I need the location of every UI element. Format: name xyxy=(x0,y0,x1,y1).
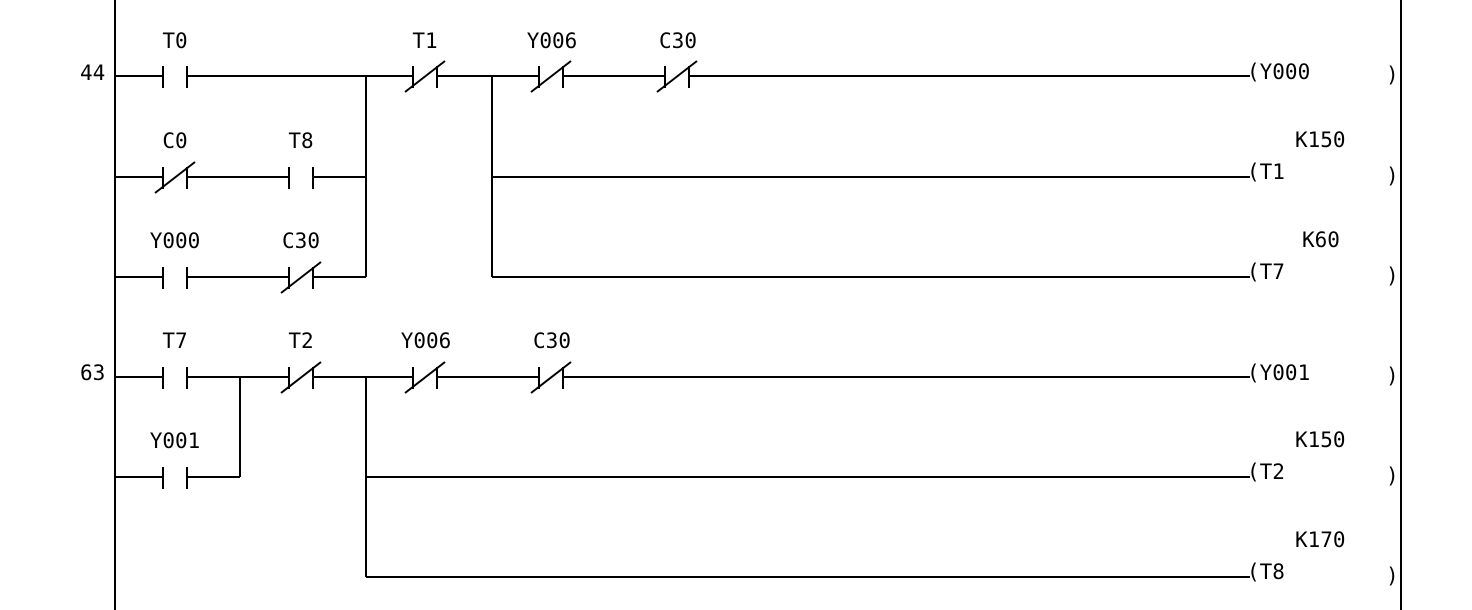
coil-close: ) xyxy=(1386,63,1399,87)
coil-preset: K150 xyxy=(1295,428,1346,452)
timer-coil: K60 (T7 ) xyxy=(1247,228,1399,288)
normally-open-contact: T8 xyxy=(288,129,314,189)
normally-closed-contact: T1 xyxy=(404,29,446,93)
coil-name: (Y000 xyxy=(1247,60,1310,84)
normally-closed-contact: Y006 xyxy=(527,29,578,93)
normally-open-contact: T7 xyxy=(162,329,188,389)
rung-63: 63 T7 T2 Y006 C30 xyxy=(80,329,1399,588)
coil-name: (T8 xyxy=(1247,560,1285,584)
contact-label: T7 xyxy=(162,329,187,353)
contact-label: C0 xyxy=(162,129,187,153)
coil-name: (Y001 xyxy=(1247,361,1310,385)
normally-closed-contact: Y006 xyxy=(401,329,452,394)
contact-label: C30 xyxy=(282,229,320,253)
coil-close: ) xyxy=(1386,264,1399,288)
normally-open-contact: Y000 xyxy=(150,229,201,289)
contact-label: T8 xyxy=(288,129,313,153)
step-number: 44 xyxy=(80,61,105,85)
contact-label: C30 xyxy=(533,329,571,353)
contact-label: T1 xyxy=(412,29,437,53)
contact-label: Y000 xyxy=(150,229,201,253)
contact-label: C30 xyxy=(659,29,697,53)
coil-close: ) xyxy=(1386,164,1399,188)
coil-preset: K150 xyxy=(1295,128,1346,152)
coil-close: ) xyxy=(1386,364,1399,388)
output-coil: (Y000 ) xyxy=(1247,60,1399,87)
timer-coil: K150 (T2 ) xyxy=(1247,428,1399,488)
normally-closed-contact: C0 xyxy=(154,129,196,194)
contact-label: T2 xyxy=(288,329,313,353)
coil-name: (T1 xyxy=(1247,160,1285,184)
coil-preset: K60 xyxy=(1302,228,1340,252)
coil-name: (T2 xyxy=(1247,460,1285,484)
normally-open-contact: Y001 xyxy=(150,429,201,489)
timer-coil: K150 (T1 ) xyxy=(1247,128,1399,188)
normally-closed-contact: C30 xyxy=(530,329,572,394)
contact-label: T0 xyxy=(162,29,187,53)
normally-closed-contact: T2 xyxy=(280,329,322,394)
output-coil: (Y001 ) xyxy=(1247,361,1399,388)
contact-label: Y006 xyxy=(401,329,452,353)
coil-name: (T7 xyxy=(1247,260,1285,284)
normally-open-contact: T0 xyxy=(162,29,188,88)
rung-44: 44 T0 T1 Y006 xyxy=(80,29,1399,294)
contact-label: Y006 xyxy=(527,29,578,53)
step-number: 63 xyxy=(80,361,105,385)
timer-coil: K170 (T8 ) xyxy=(1247,528,1399,588)
contact-label: Y001 xyxy=(150,429,201,453)
coil-preset: K170 xyxy=(1295,528,1346,552)
normally-closed-contact: C30 xyxy=(656,29,698,93)
normally-closed-contact: C30 xyxy=(280,229,322,294)
coil-close: ) xyxy=(1386,564,1399,588)
coil-close: ) xyxy=(1386,464,1399,488)
